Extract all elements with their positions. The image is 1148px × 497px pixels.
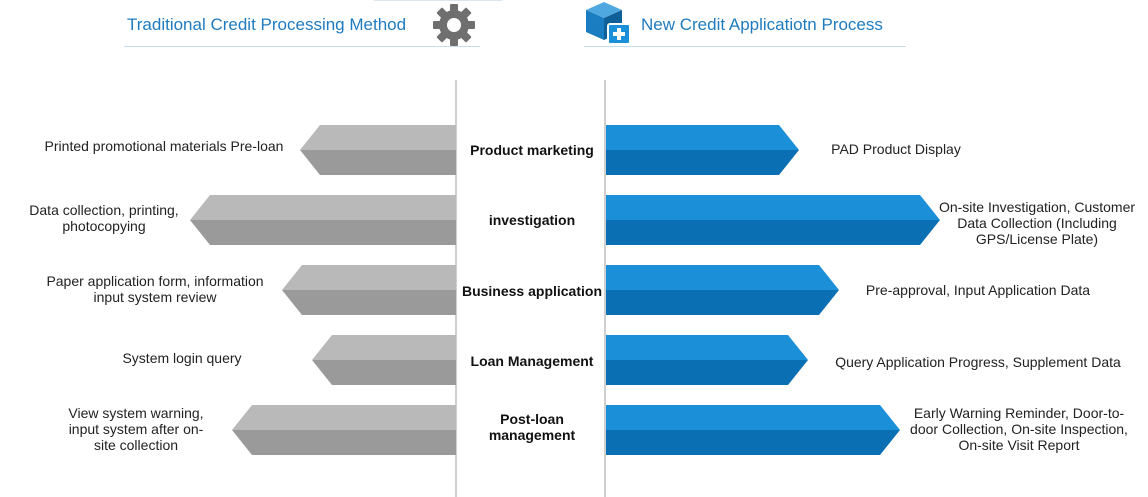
new-process-step-text: Query Application Progress, Supplement D…	[835, 354, 1121, 370]
left-divider-line	[455, 80, 457, 497]
stage-label: investigation	[488, 212, 576, 228]
traditional-arrow	[312, 335, 456, 385]
traditional-step-text: System login query	[122, 350, 242, 366]
process-row-product-marketing: Printed promotional materials Pre-loan P…	[0, 125, 1148, 177]
new-process-header: New Credit Applicatiotn Process	[584, 0, 906, 47]
traditional-arrow	[190, 195, 456, 245]
new-process-arrow	[606, 125, 799, 175]
traditional-step-text: Data collection, printing, photocopying	[29, 202, 179, 234]
cube-plus-icon	[586, 2, 631, 45]
new-process-arrow	[606, 265, 839, 315]
new-process-arrow	[606, 335, 808, 385]
process-row-business-application: Paper application form, information inpu…	[0, 265, 1148, 317]
stage-label: Business application	[461, 283, 603, 299]
process-row-post-loan-management: View system warning, input system after …	[0, 405, 1148, 457]
traditional-step-text: Paper application form, information inpu…	[46, 273, 264, 305]
traditional-arrow	[232, 405, 456, 455]
new-process-step-text: Pre-approval, Input Application Data	[865, 282, 1091, 298]
gear-icon	[433, 4, 475, 46]
stage-label: Product marketing	[470, 142, 594, 158]
traditional-step-text: View system warning, input system after …	[68, 405, 204, 453]
process-row-investigation: Data collection, printing, photocopying …	[0, 195, 1148, 247]
traditional-title: Traditional Credit Processing Method	[127, 15, 407, 34]
stage-label: Loan Management	[470, 353, 594, 369]
new-process-title: New Credit Applicatiotn Process	[641, 15, 883, 34]
new-process-step-text: PAD Product Display	[831, 141, 961, 157]
new-process-arrow	[606, 195, 940, 245]
traditional-header: Traditional Credit Processing Method	[124, 0, 480, 47]
header-divider	[374, 0, 502, 1]
new-process-step-text: On-site Investigation, Customer Data Col…	[938, 199, 1136, 247]
new-process-step-text: Early Warning Reminder, Door-to-door Col…	[910, 405, 1128, 453]
stage-label: Post-loan management	[488, 411, 576, 443]
right-divider-line	[604, 80, 606, 497]
new-process-arrow	[606, 405, 900, 455]
traditional-arrow	[282, 265, 456, 315]
process-row-loan-management: System login query Loan Management Query…	[0, 335, 1148, 387]
traditional-step-text: Printed promotional materials Pre-loan	[44, 138, 284, 154]
traditional-arrow	[300, 125, 456, 175]
